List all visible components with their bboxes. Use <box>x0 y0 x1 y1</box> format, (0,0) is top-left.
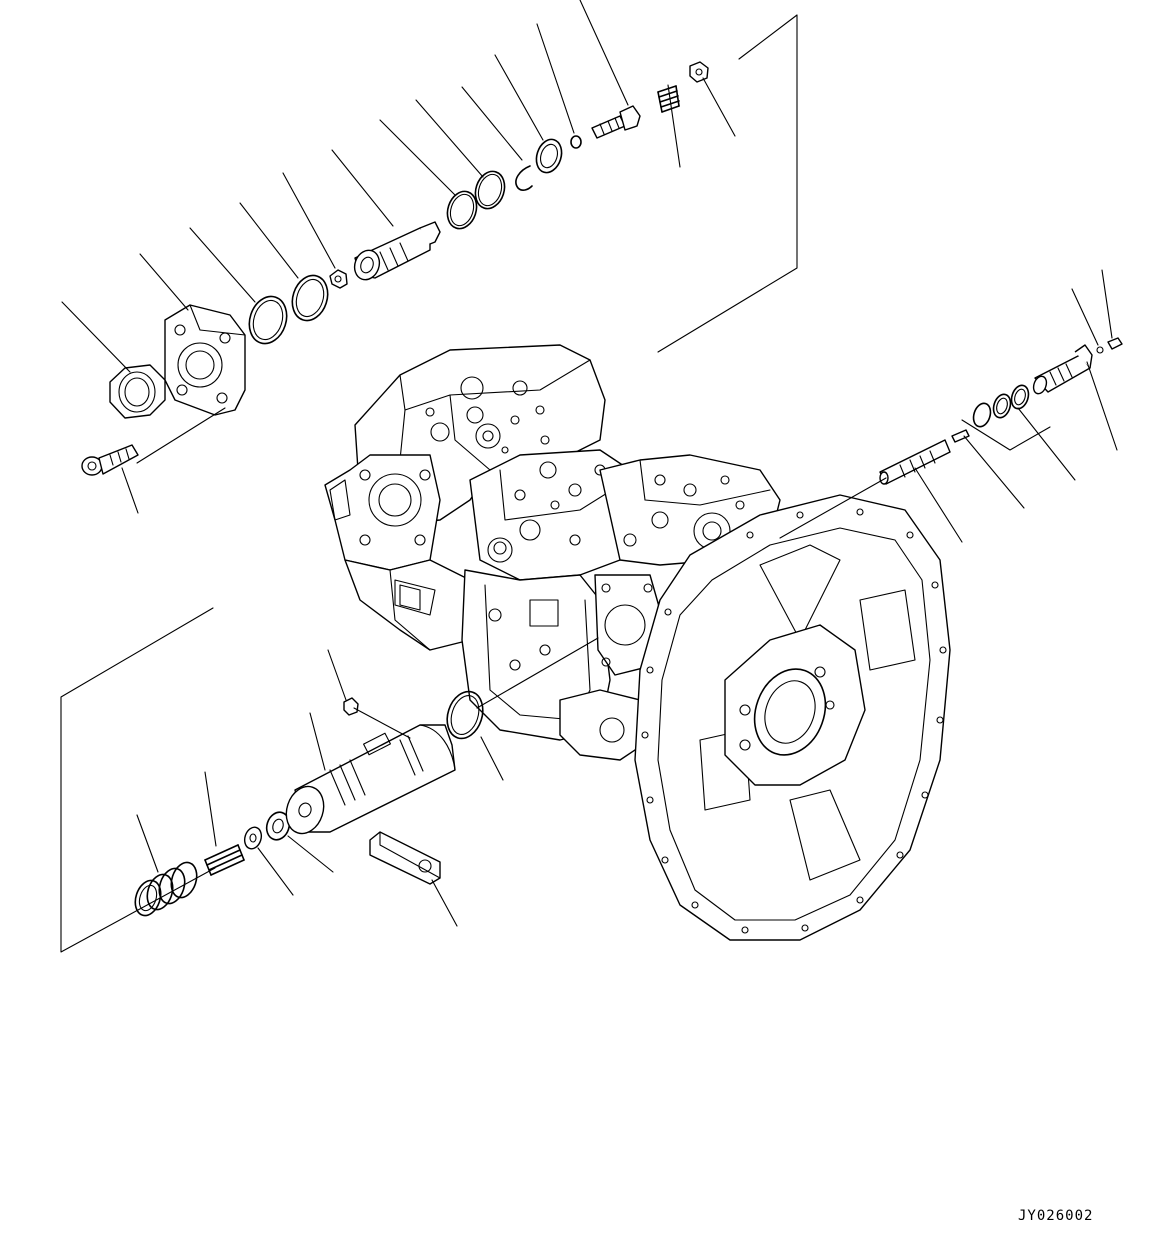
flange-block <box>165 305 245 415</box>
large-spring <box>131 859 201 919</box>
small-bolt <box>344 698 358 715</box>
right-assembly-bracket <box>962 420 1050 450</box>
main-pump-body <box>325 345 950 940</box>
inner-spring <box>205 845 244 875</box>
leader-lines <box>62 0 1117 926</box>
slider-block <box>370 832 440 884</box>
servo-piston-rod <box>880 440 950 484</box>
small-nut <box>330 270 347 288</box>
upper-part-row <box>82 62 708 475</box>
adjust-screw <box>592 106 640 138</box>
servo-piston <box>280 725 455 838</box>
flange-bolt-holes <box>642 509 946 933</box>
upper-assembly-bracket <box>658 15 797 352</box>
lower-assembly-bracket <box>61 608 215 952</box>
hex-nut <box>110 365 165 418</box>
spring-seat <box>242 825 264 851</box>
plug-spring <box>1031 345 1092 396</box>
small-plug <box>690 62 708 82</box>
drawing-code-label: JY026002 <box>1018 1208 1094 1224</box>
pin <box>952 430 969 442</box>
right-part-row <box>880 338 1122 484</box>
small-spring <box>658 86 679 112</box>
spool-sleeve <box>351 222 440 283</box>
cap-screw <box>82 445 138 475</box>
lower-part-row <box>131 687 489 919</box>
